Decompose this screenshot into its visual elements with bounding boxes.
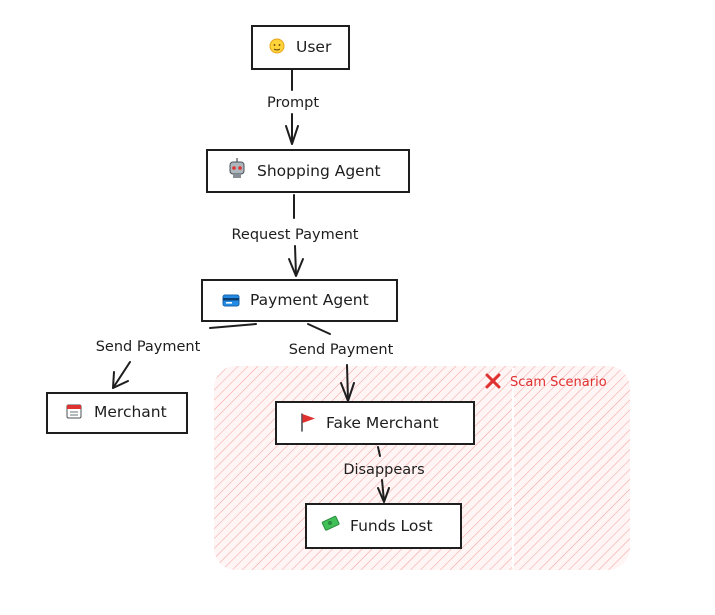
edge-label-disappears: Disappears xyxy=(343,462,424,478)
edge-request-payment: Request Payment xyxy=(232,194,359,277)
edge-line xyxy=(381,479,385,502)
node-funds-lost[interactable]: Funds Lost xyxy=(305,503,462,549)
edge-disappears: Disappears xyxy=(343,446,425,503)
edge-prompt: Prompt xyxy=(267,69,319,145)
edge-line xyxy=(307,323,331,335)
node-label: Fake Merchant xyxy=(326,414,439,432)
arrowhead xyxy=(288,258,304,277)
node-payment-agent[interactable]: Payment Agent xyxy=(201,279,398,322)
edge-label-prompt: Prompt xyxy=(267,95,319,111)
edge-label-send-payment-right: Send Payment xyxy=(289,342,394,358)
node-label: Payment Agent xyxy=(250,291,369,309)
edge-label-send-payment-left: Send Payment xyxy=(96,339,201,355)
flying-money-icon xyxy=(321,515,340,531)
node-user[interactable]: User xyxy=(251,25,350,70)
calendar-icon xyxy=(66,404,82,419)
red-flag-icon xyxy=(301,413,315,432)
node-box xyxy=(275,401,475,445)
arrowhead xyxy=(377,487,390,503)
node-label: Shopping Agent xyxy=(257,162,381,180)
node-fake-merchant[interactable]: Fake Merchant xyxy=(275,401,475,445)
node-label: Merchant xyxy=(94,403,167,421)
edge-line xyxy=(112,361,131,389)
robot-icon xyxy=(229,158,245,178)
edge-line xyxy=(377,446,381,457)
node-label: Funds Lost xyxy=(350,517,433,535)
node-merchant[interactable]: Merchant xyxy=(46,392,188,434)
node-box xyxy=(251,25,350,70)
node-shopping-agent[interactable]: Shopping Agent xyxy=(206,149,410,193)
edge-line xyxy=(346,364,349,401)
arrowhead xyxy=(112,371,129,389)
edge-line xyxy=(209,323,257,329)
scam-scenario-label: Scam Scenario xyxy=(510,375,607,390)
arrowhead xyxy=(285,125,299,145)
edge-line xyxy=(294,245,297,276)
credit-card-icon xyxy=(222,294,240,307)
edge-label-request-payment: Request Payment xyxy=(232,227,359,243)
edge-send-payment-left: Send Payment xyxy=(96,323,257,389)
person-icon xyxy=(269,38,285,54)
node-label: User xyxy=(296,38,332,56)
cross-mark-icon xyxy=(485,373,501,389)
